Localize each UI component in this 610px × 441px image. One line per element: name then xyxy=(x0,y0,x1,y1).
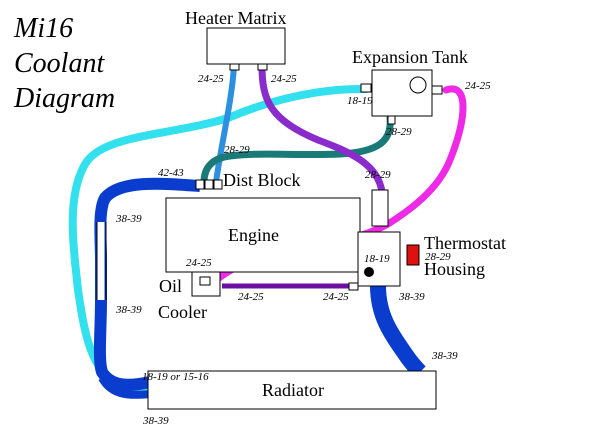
dist-block-label: Dist Block xyxy=(223,170,301,190)
dist-port-2 xyxy=(204,179,214,190)
heater-matrix-box xyxy=(206,27,286,65)
expansion-tank-box xyxy=(371,69,433,117)
size-rad-left-upper: 38-39 xyxy=(115,213,142,225)
size-thermo-out: 38-39 xyxy=(398,291,425,303)
thermostat-dot xyxy=(364,267,374,277)
heater-matrix-label: Heater Matrix xyxy=(185,8,286,28)
heater-port-right xyxy=(257,63,268,71)
size-engine-oil: 24-25 xyxy=(186,257,212,269)
radiator-label: Radiator xyxy=(262,380,324,400)
size-oil-line-left: 24-25 xyxy=(238,291,264,303)
engine-label: Engine xyxy=(228,225,279,245)
title-line2: Coolant xyxy=(14,48,105,79)
engine-box xyxy=(165,197,361,273)
title-line3: Diagram xyxy=(13,83,115,114)
size-tank-left: 18-19 xyxy=(347,95,373,107)
size-tank-right: 24-25 xyxy=(465,80,491,92)
size-heater-left: 24-25 xyxy=(198,73,224,85)
size-rad-left-lower: 38-39 xyxy=(115,304,142,316)
size-tank-bottom: 28-29 xyxy=(386,126,412,138)
light-blue-hose xyxy=(213,63,237,185)
radiator-box xyxy=(147,370,437,410)
size-engine-right-top: 28-29 xyxy=(365,169,391,181)
dist-port-1 xyxy=(195,179,205,190)
tank-port-right xyxy=(431,85,443,95)
teal-hose xyxy=(200,114,394,186)
engine-right-outlet xyxy=(371,189,389,227)
title-line1: Mi16 xyxy=(13,13,73,44)
thermostat-housing-box xyxy=(357,231,401,287)
blue-hose-right xyxy=(370,285,426,378)
size-dist-top: 28-29 xyxy=(224,144,250,156)
size-thermo-side: 28-29 xyxy=(425,251,451,263)
purple-hose xyxy=(258,62,386,196)
size-heater-right: 24-25 xyxy=(271,73,297,85)
expansion-tank-label: Expansion Tank xyxy=(352,47,468,67)
dist-port-3 xyxy=(213,179,223,190)
size-rad-right: 38-39 xyxy=(431,350,458,362)
oil-cooler-port xyxy=(199,276,211,286)
size-rad-bottom: 38-39 xyxy=(142,415,169,427)
oil-label: Oil xyxy=(159,276,182,296)
thermostat-label-2: Housing xyxy=(424,259,485,279)
heater-port-left xyxy=(229,63,240,71)
tank-port-bottom xyxy=(387,115,396,125)
cooler-label: Cooler xyxy=(158,302,207,322)
size-oil-line-right: 24-25 xyxy=(323,291,349,303)
thermostat-red-valve xyxy=(406,244,420,266)
size-dist-left: 42-43 xyxy=(158,167,184,179)
size-rad-top: 18-19 or 15-16 xyxy=(142,371,209,383)
oil-line-port xyxy=(348,282,359,291)
tank-port-left xyxy=(360,83,372,93)
thermostat-label-1: Thermostat xyxy=(424,233,506,253)
size-thermo-in: 18-19 xyxy=(364,253,390,265)
oil-cooler-box xyxy=(191,271,221,297)
expansion-tank-cap xyxy=(409,76,427,94)
blue-hose-bottom xyxy=(98,375,151,399)
